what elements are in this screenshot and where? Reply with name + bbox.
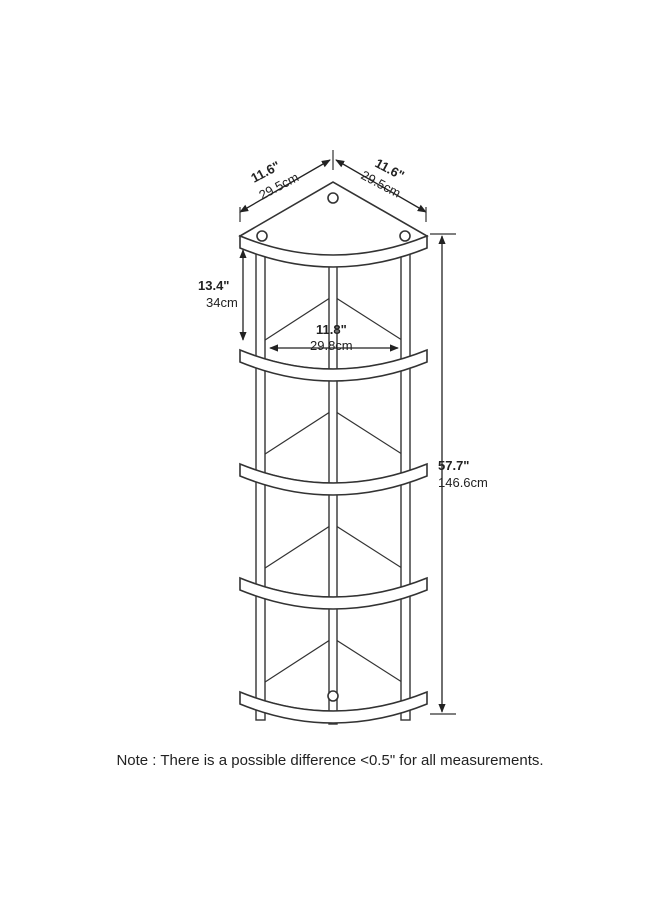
shelf-gap-dimension: 13.4" 34cm [198, 249, 247, 341]
bolt-hole [327, 192, 339, 204]
total-height-imperial: 57.7" [438, 458, 469, 473]
shelf-width-dimension: 11.8" 29.8cm [269, 322, 399, 353]
shelf-gap-imperial: 13.4" [198, 278, 229, 293]
bolt-hole [256, 230, 268, 242]
shelf-2 [239, 348, 428, 382]
shelf-unit [238, 181, 429, 725]
shelf-1 [239, 234, 428, 268]
bolt-hole [399, 230, 411, 242]
shelf-gap-metric: 34cm [206, 295, 238, 310]
shelf-5 [239, 690, 428, 724]
total-height-metric: 146.6cm [438, 475, 488, 490]
measurement-note: Note : There is a possible difference <0… [116, 752, 544, 769]
shelf-width-imperial: 11.8" [316, 322, 347, 337]
shelf-4 [239, 576, 428, 610]
shelf-width-metric: 29.8cm [310, 338, 353, 353]
bolt-hole [327, 690, 339, 702]
total-height-dimension: 57.7" 146.6cm [430, 233, 488, 715]
shelf-3 [239, 462, 428, 496]
